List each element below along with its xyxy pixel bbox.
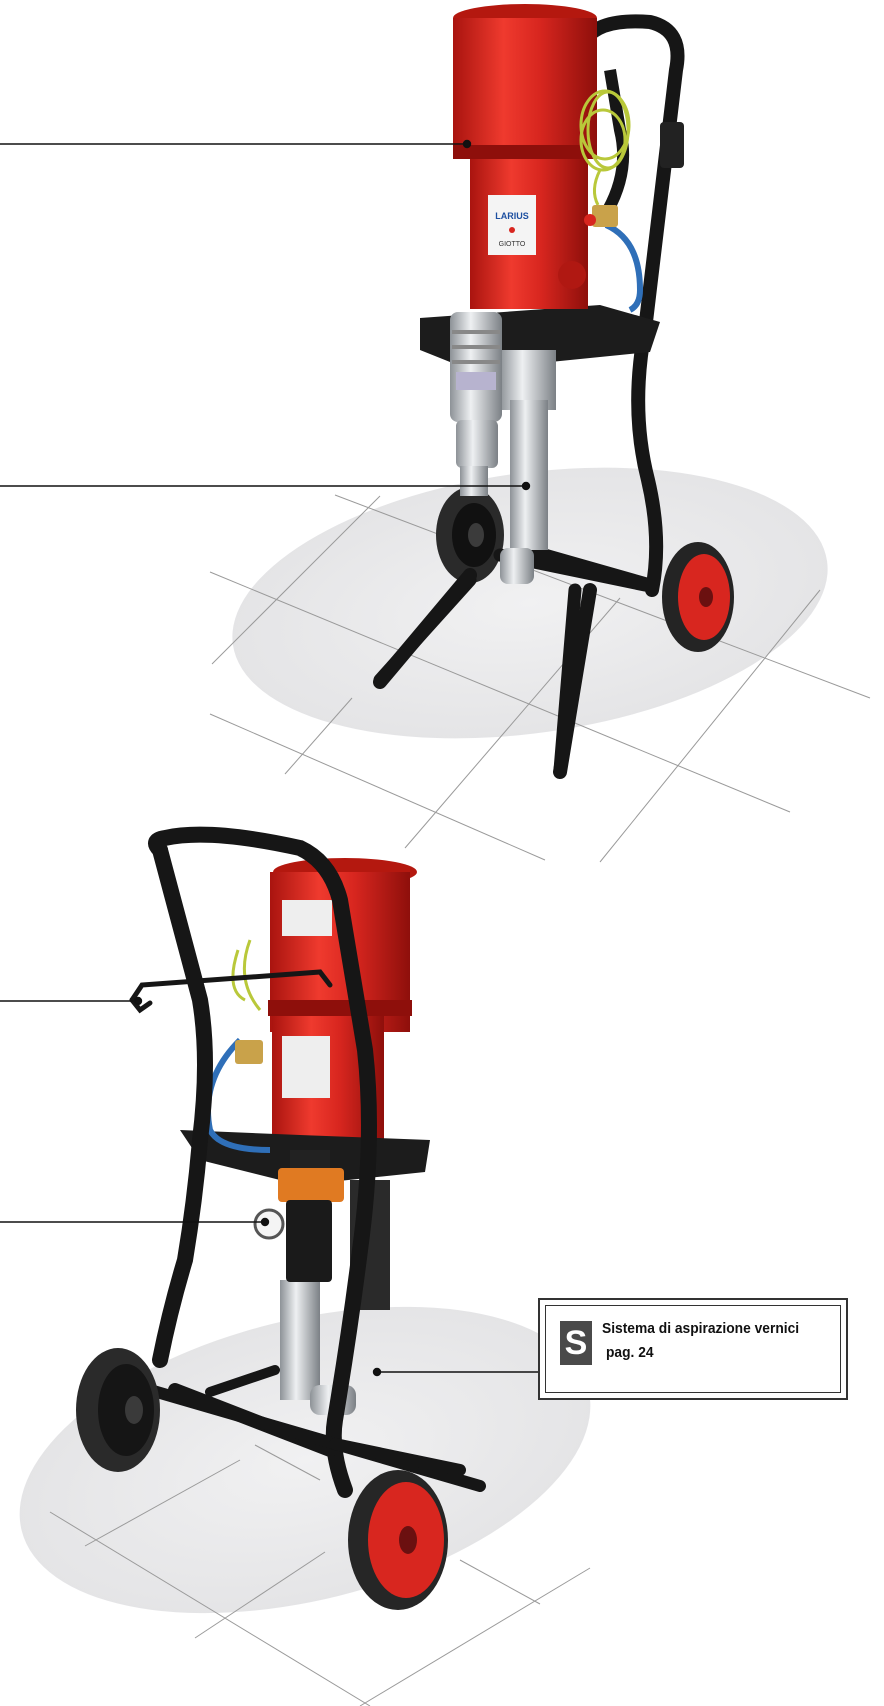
cart-frame-bottom (129, 826, 486, 1498)
pump-brand-label: LARIUS (495, 211, 529, 221)
filter-canister-top (450, 312, 502, 496)
air-valve-bottom (235, 1040, 263, 1064)
callout-page-ref: pag. 24 (606, 1344, 654, 1361)
wheel-left-top (436, 487, 504, 583)
wheel-left-bottom (76, 1348, 160, 1472)
air-valve-top (592, 205, 618, 227)
bottom-pump-unit (0, 826, 591, 1706)
callout-lines-bottom (0, 996, 538, 1377)
pump-elbow-top (500, 548, 534, 584)
cart-clip-top (660, 122, 684, 168)
suction-system-callout: S Sistema di aspirazione vernici pag. 24 (538, 1298, 848, 1400)
wheel-right-bottom (348, 1470, 448, 1610)
pump-model-label: GIOTTO (499, 241, 526, 248)
section-badge: S (560, 1321, 592, 1365)
wheel-right-top (662, 542, 734, 652)
ground-cable-top (579, 89, 631, 206)
pump-lower-tube-bottom (280, 1280, 320, 1400)
cart-rear-leg-top (602, 69, 630, 213)
callout-title: Sistema di aspirazione vernici (602, 1320, 800, 1337)
air-regulator-bottom (253, 1150, 344, 1282)
callout-inner-border (545, 1305, 841, 1393)
air-hose-top (604, 222, 644, 313)
pump-motor-top: LARIUS GIOTTO (453, 4, 597, 309)
pump-lower-tube-top (510, 400, 548, 550)
top-pump-unit: LARIUS GIOTTO (0, 4, 871, 863)
air-hose-bottom (205, 1037, 271, 1153)
callout-lines-top (0, 139, 531, 491)
floor-grid-top (209, 494, 871, 863)
